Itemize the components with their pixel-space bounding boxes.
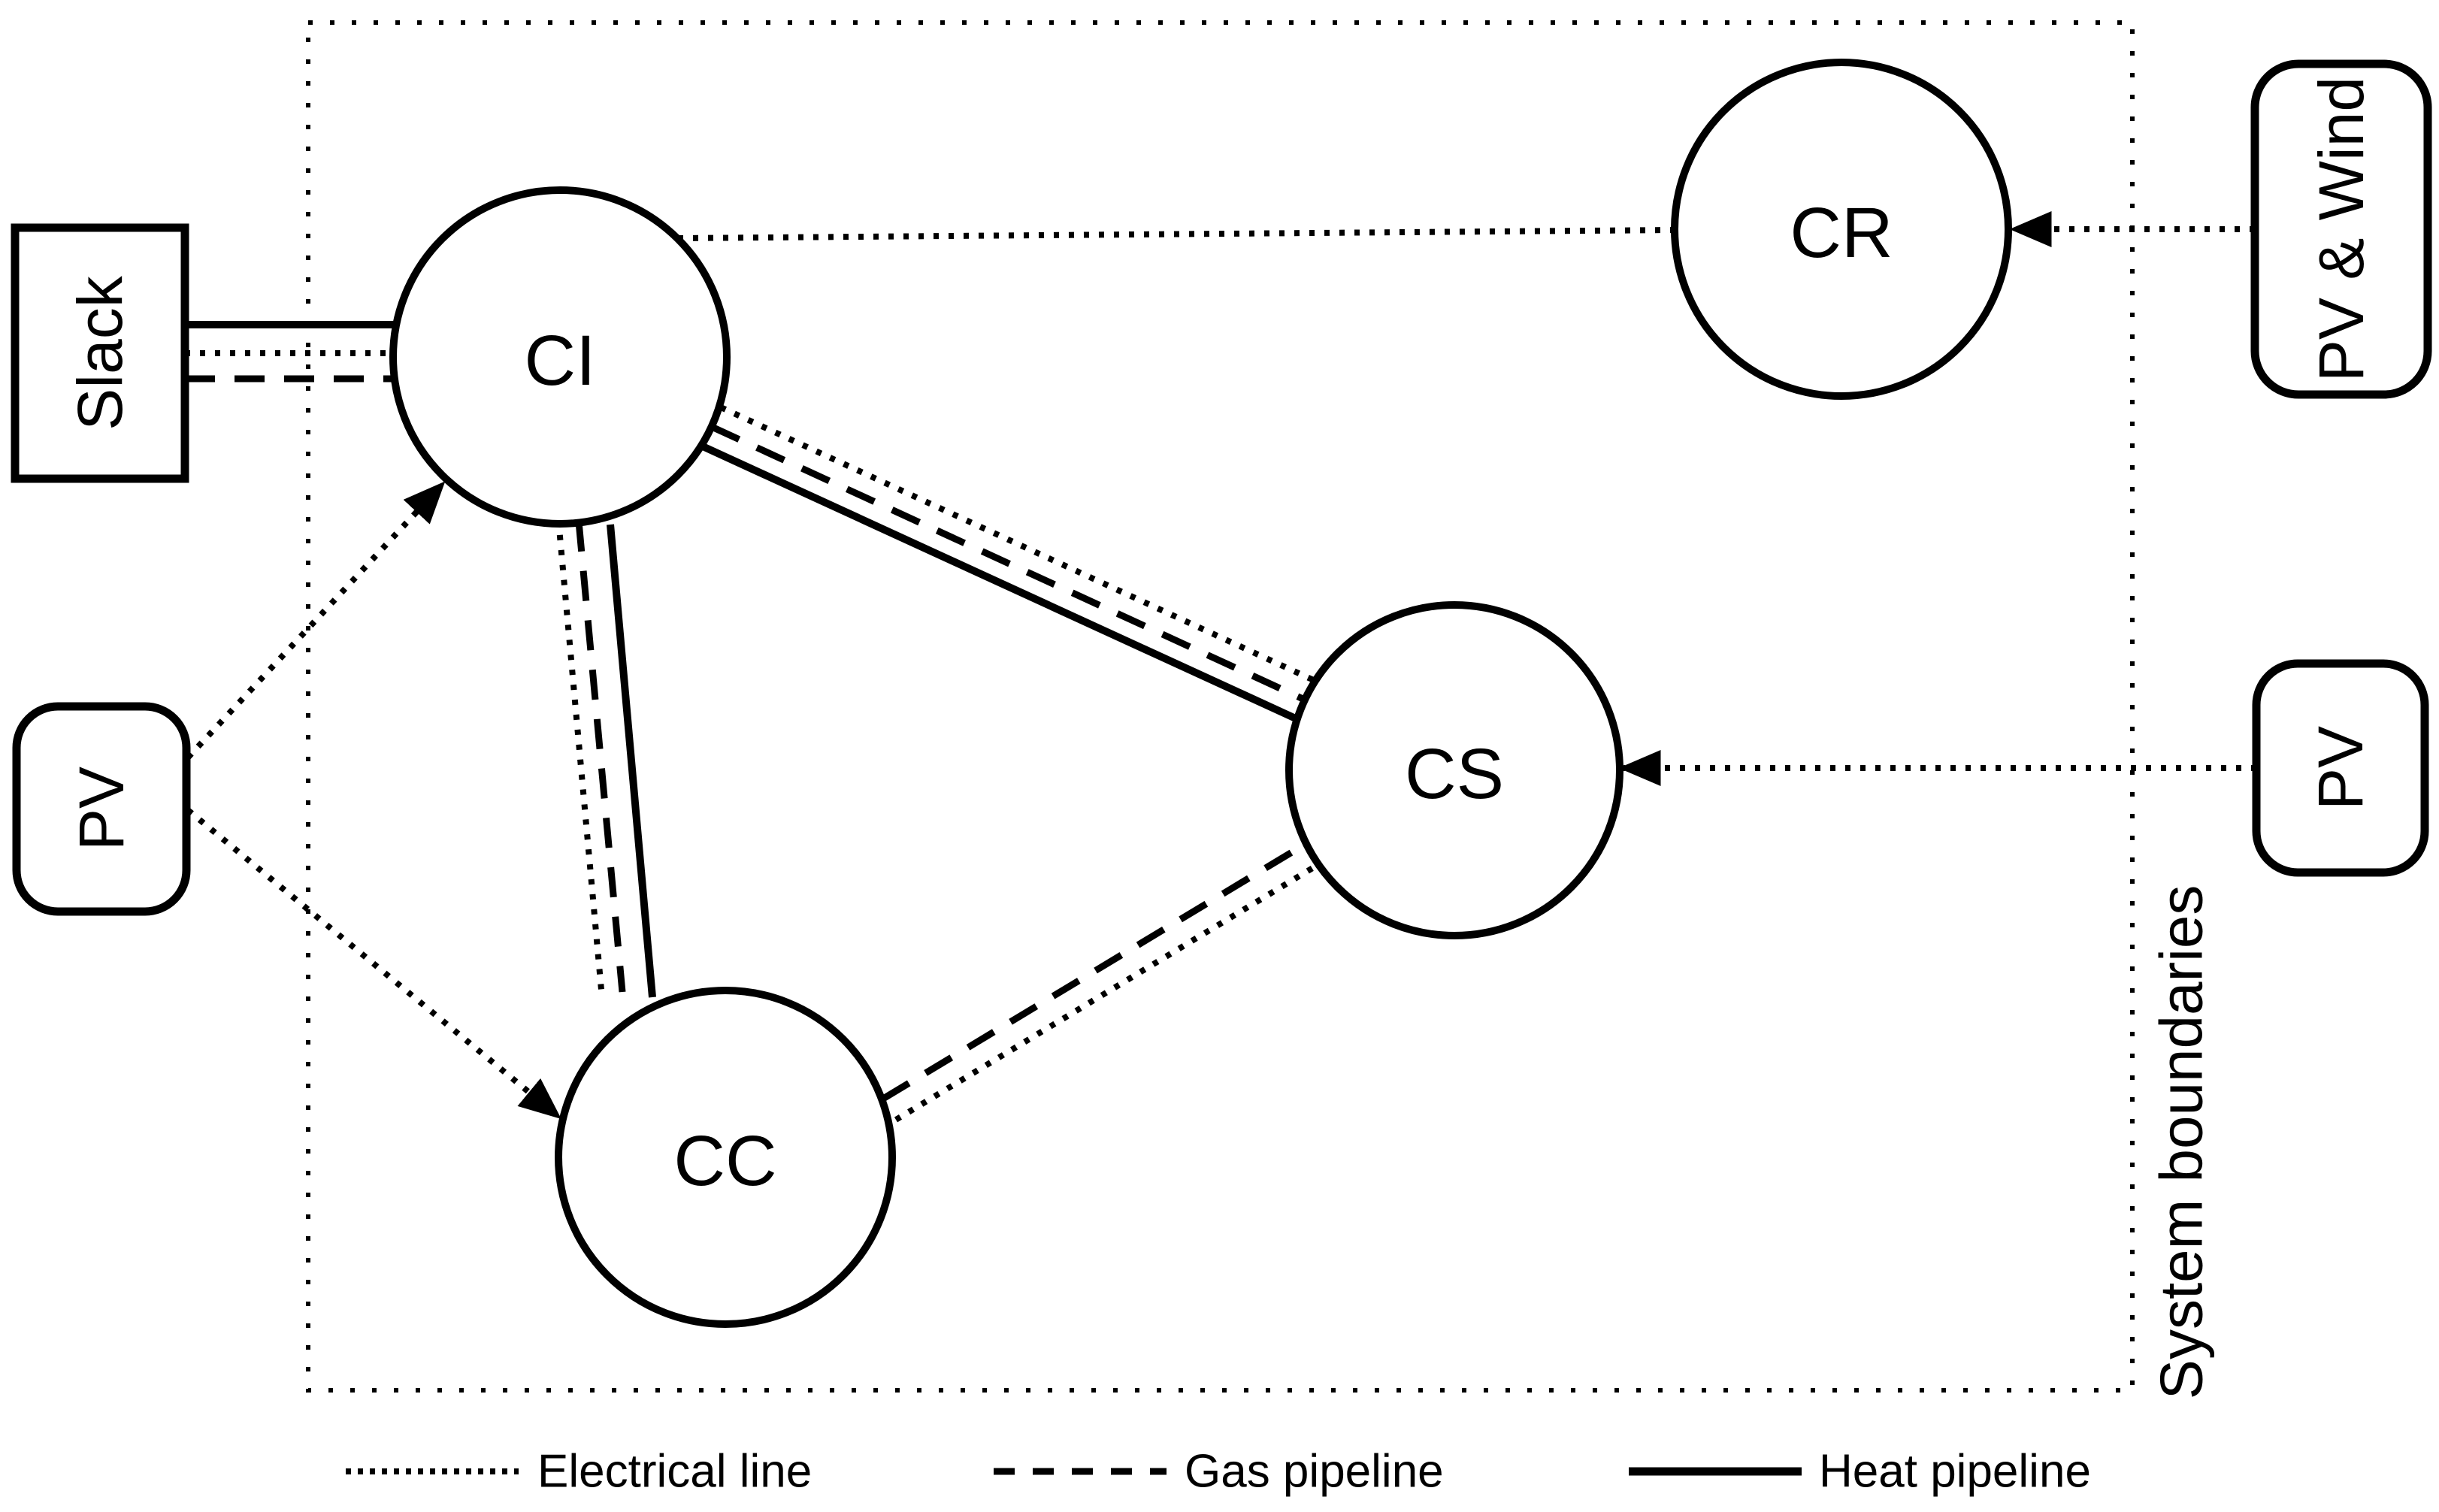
source-pv-wind-label: PV & Wind [2306, 77, 2377, 382]
node-cs [1285, 601, 1623, 939]
edge-ci-cr-electrical [677, 227, 1677, 241]
edge-ci-cs-electrical [719, 404, 1318, 685]
legend: Electrical line Gas pipeline Heat pipeli… [346, 1446, 2091, 1498]
legend-item-heat: Heat pipeline [1629, 1446, 2091, 1498]
edge-ci-cc-heat [607, 524, 656, 998]
legend-label-gas: Gas pipeline [1185, 1446, 1444, 1498]
source-box-slack [11, 223, 189, 483]
legend-item-gas: Gas pipeline [994, 1446, 1444, 1498]
source-box-pv-left [12, 702, 191, 916]
source-pv-left-label: PV [66, 767, 137, 851]
node-ci-label: CI [525, 321, 596, 401]
edge-ci-cs-heat [701, 443, 1301, 724]
legend-item-electrical: Electrical line [346, 1446, 812, 1498]
edge-pvleft-cc-electrical-arrow [186, 807, 561, 1120]
node-cs-label: CS [1405, 734, 1504, 814]
edge-pvleft-ci-electrical-arrow [186, 481, 446, 760]
edge-cc-cs-gas [881, 839, 1312, 1102]
edge-cc-cs-electrical [894, 860, 1324, 1123]
source-box-pv-wind [2250, 59, 2432, 399]
source-box-pv-right [2252, 659, 2429, 877]
node-cc [555, 987, 896, 1328]
edge-ci-cc-gas [575, 521, 626, 993]
node-cr-label: CR [1790, 193, 1893, 273]
edge-ci-cs-gas [710, 423, 1309, 705]
node-cc-label: CC [673, 1121, 776, 1201]
legend-label-heat: Heat pipeline [1819, 1446, 2091, 1498]
system-boundary-label: System boundaries [2148, 885, 2215, 1400]
system-boundary-box [306, 20, 2135, 1393]
node-cr [1671, 59, 2012, 400]
legend-label-electrical: Electrical line [537, 1446, 812, 1498]
node-ci [389, 186, 731, 528]
source-slack-label: Slack [65, 275, 135, 430]
source-pv-right-label: PV [2305, 726, 2376, 810]
edge-ci-cc-electrical [555, 519, 604, 990]
